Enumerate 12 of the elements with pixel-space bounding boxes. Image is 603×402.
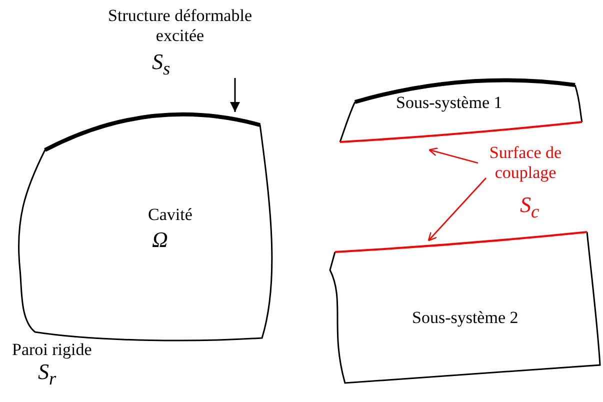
omega-symbol: Ω bbox=[152, 228, 168, 252]
leader-arrow bbox=[428, 178, 486, 242]
wall-label: Paroi rigide bbox=[12, 340, 93, 360]
structure-label: Structure déformable excitée bbox=[107, 6, 253, 46]
subsystem-label: Sous-système 2 bbox=[412, 308, 518, 328]
coupling-surface-symbol: S$_{c}$ bbox=[520, 193, 540, 224]
subsystem-label: Sous-système 1 bbox=[396, 93, 502, 113]
coupling-surface-label: Surface de couplage bbox=[488, 143, 563, 183]
leader-arrow bbox=[428, 147, 478, 164]
structure-symbol: S$_{s}$ bbox=[152, 50, 172, 80]
cavity-label: Cavité bbox=[148, 205, 192, 225]
wall-symbol: S$_{r}$ bbox=[38, 360, 58, 390]
